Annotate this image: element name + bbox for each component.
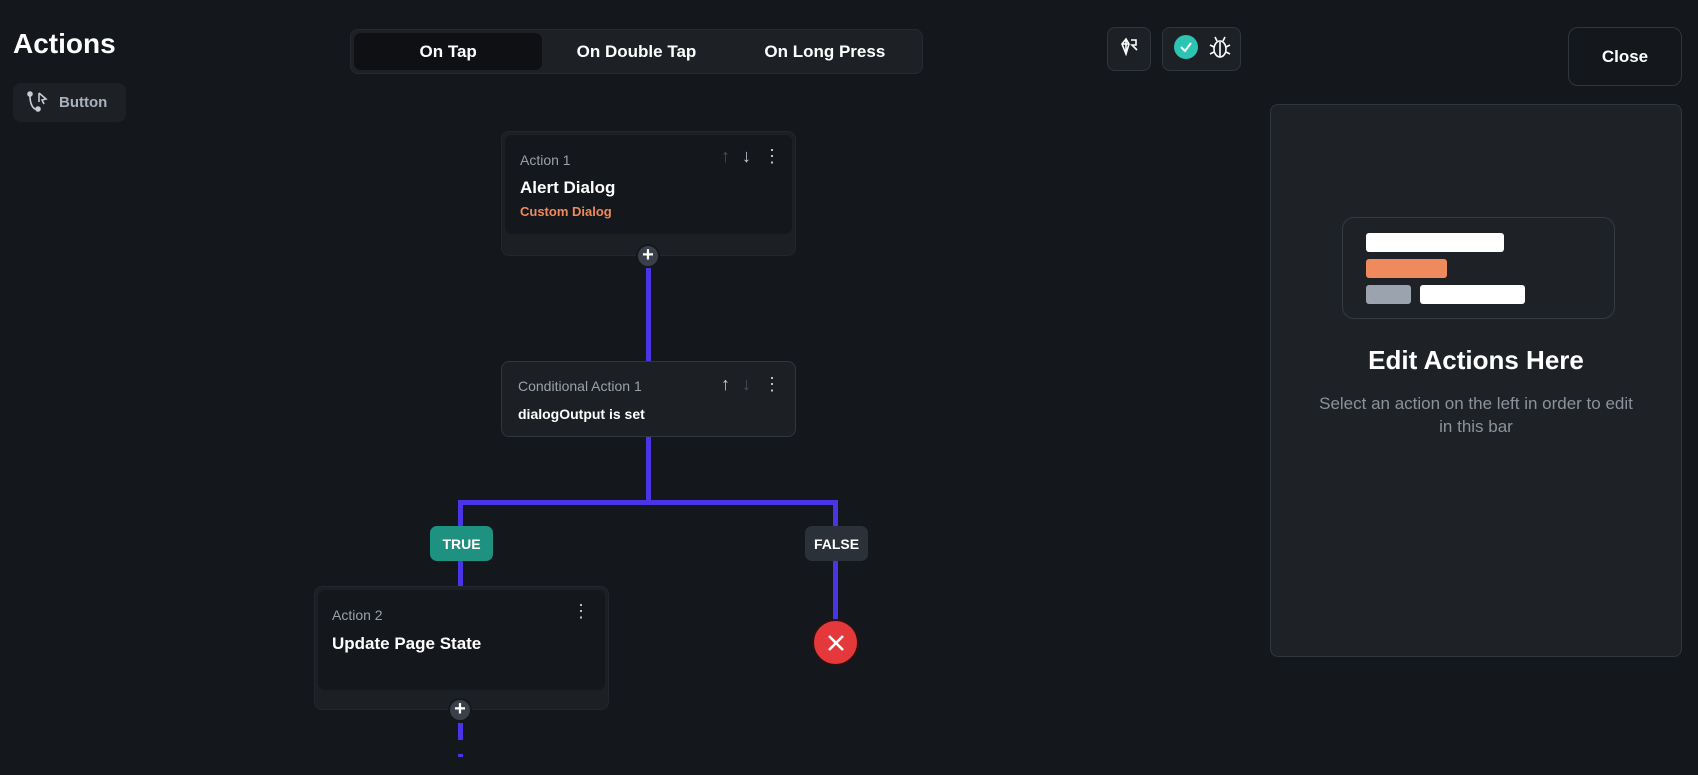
conditional-action-card[interactable]: Conditional Action 1 ↑ ↓ ⋮ dialogOutput … [501, 361, 796, 437]
dashed-connector [458, 754, 463, 757]
action-card-1[interactable]: Action 1 ↑ ↓ ⋮ Alert Dialog Custom Dialo… [501, 131, 796, 256]
tab-on-double-tap[interactable]: On Double Tap [576, 41, 697, 61]
ai-agent-icon [1118, 36, 1140, 63]
action-name: Update Page State [332, 634, 482, 653]
widget-chip-label: Button [59, 94, 108, 111]
more-options-icon[interactable]: ⋮ [763, 374, 781, 394]
action-card-2[interactable]: Action 2 ⋮ Update Page State [314, 586, 609, 710]
connector-line [646, 268, 651, 362]
move-down-icon[interactable]: ↓ [742, 374, 751, 394]
action-flow-icon [27, 90, 49, 116]
conditional-label: Conditional Action 1 [518, 378, 642, 394]
move-down-icon[interactable]: ↓ [742, 146, 751, 166]
false-badge: FALSE [805, 526, 868, 561]
branch-line [458, 500, 838, 505]
page-title: Actions [13, 28, 116, 59]
action-name: Alert Dialog [520, 178, 616, 197]
close-button[interactable]: Close [1568, 27, 1682, 86]
check-circle-icon [1173, 34, 1199, 65]
action-subtitle: Custom Dialog [520, 204, 612, 219]
condition-text: dialogOutput is set [518, 406, 645, 422]
action-editor-panel: Edit Actions Here Select an action on th… [1270, 104, 1682, 657]
panel-subtitle: Select an action on the left in order to… [1319, 394, 1633, 436]
widget-chip[interactable]: Button [13, 83, 126, 122]
panel-title: Edit Actions Here [1368, 345, 1584, 375]
tab-on-tap[interactable]: On Tap [354, 33, 543, 70]
move-up-icon[interactable]: ↑ [721, 374, 730, 394]
connector-line [646, 437, 651, 503]
empty-state-illustration [1342, 217, 1615, 319]
debug-toggle[interactable] [1162, 27, 1241, 71]
action-label: Action 1 [520, 152, 571, 168]
add-action-button[interactable]: + [448, 698, 472, 722]
ai-agent-button[interactable] [1107, 27, 1151, 71]
move-up-icon[interactable]: ↑ [721, 146, 730, 166]
more-options-icon[interactable]: ⋮ [572, 601, 590, 621]
terminate-icon[interactable] [812, 619, 859, 666]
tab-on-long-press[interactable]: On Long Press [764, 41, 886, 61]
true-badge: TRUE [430, 526, 493, 561]
more-options-icon[interactable]: ⋮ [763, 146, 781, 166]
add-action-button[interactable]: + [636, 244, 660, 268]
bug-icon [1209, 35, 1231, 64]
trigger-tabs: On Tap On Double Tap On Long Press [350, 29, 923, 74]
dashed-connector [458, 723, 463, 740]
action-label: Action 2 [332, 607, 383, 623]
